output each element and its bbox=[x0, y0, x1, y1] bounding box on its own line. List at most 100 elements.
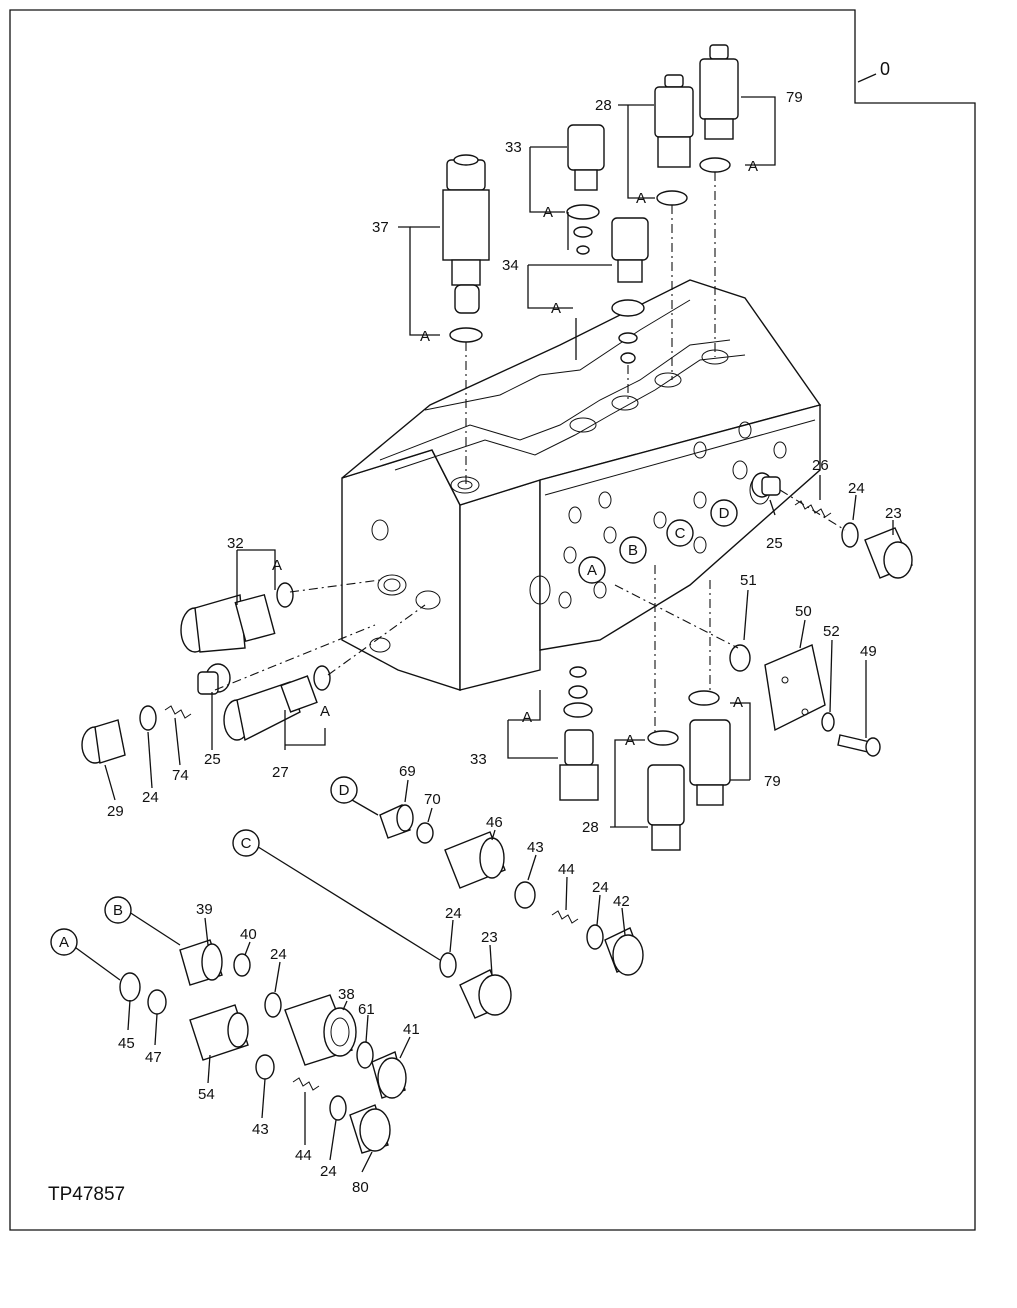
svg-text:40: 40 bbox=[240, 926, 257, 943]
svg-text:26: 26 bbox=[812, 457, 829, 474]
sleeve-39 bbox=[179, 939, 223, 986]
svg-text:24: 24 bbox=[142, 789, 159, 806]
svg-text:41: 41 bbox=[403, 1021, 420, 1038]
spring-26 bbox=[794, 500, 832, 518]
svg-text:A: A bbox=[272, 557, 282, 574]
svg-text:43: 43 bbox=[527, 839, 544, 856]
svg-text:24: 24 bbox=[320, 1163, 337, 1180]
top-center-lines bbox=[465, 172, 716, 485]
svg-text:47: 47 bbox=[145, 1049, 162, 1066]
spring-44-lower bbox=[292, 1077, 320, 1091]
callout-letter-c-body: C bbox=[666, 519, 694, 547]
page-border bbox=[9, 9, 976, 1231]
figure-id: TP47857 bbox=[48, 1184, 125, 1205]
svg-text:33: 33 bbox=[505, 139, 522, 156]
relief-valve-79-bottom bbox=[688, 690, 731, 806]
right-center-lines bbox=[614, 489, 846, 735]
seal-a-labels: A A A A A A A A A A bbox=[272, 158, 758, 749]
plug-34 bbox=[611, 217, 649, 283]
svg-text:51: 51 bbox=[740, 572, 757, 589]
plug-23-bottom bbox=[459, 969, 512, 1019]
valve-body bbox=[341, 279, 822, 691]
relief-valve-28-bottom bbox=[647, 730, 685, 851]
svg-text:38: 38 bbox=[338, 986, 355, 1003]
piston-25-left bbox=[197, 663, 231, 695]
svg-text:79: 79 bbox=[764, 773, 781, 790]
callout-letter-d-bottom: D bbox=[330, 776, 358, 804]
plug-33-top bbox=[567, 124, 605, 191]
spring-40 bbox=[233, 953, 251, 977]
bolt-51 bbox=[837, 734, 881, 757]
plug-80 bbox=[349, 1104, 391, 1154]
sleeve-69 bbox=[379, 804, 414, 839]
svg-text:49: 49 bbox=[860, 643, 877, 660]
spool-49 bbox=[189, 1004, 249, 1061]
svg-text:A: A bbox=[636, 190, 646, 207]
svg-text:D: D bbox=[719, 505, 730, 522]
plug-42 bbox=[604, 927, 644, 976]
seal-24-lower bbox=[329, 1095, 347, 1121]
seal-24-b bbox=[264, 992, 282, 1018]
svg-text:43: 43 bbox=[252, 1121, 269, 1138]
svg-text:A: A bbox=[733, 694, 743, 711]
callout-letter-a-bottom: A bbox=[50, 928, 78, 956]
seal-a-27 bbox=[313, 665, 331, 691]
relief-valve-27 bbox=[223, 675, 318, 742]
svg-text:69: 69 bbox=[399, 763, 416, 780]
spring-43-lower bbox=[255, 1054, 275, 1080]
svg-text:25: 25 bbox=[766, 535, 783, 552]
svg-text:24: 24 bbox=[848, 480, 865, 497]
relief-valve-37 bbox=[442, 154, 490, 314]
cover-50 bbox=[764, 644, 826, 732]
callout-letter-b-bottom: B bbox=[104, 896, 132, 924]
svg-text:39: 39 bbox=[196, 901, 213, 918]
spring-74 bbox=[164, 705, 192, 719]
svg-text:46: 46 bbox=[486, 814, 503, 831]
body-38 bbox=[284, 994, 357, 1066]
svg-text:44: 44 bbox=[558, 861, 575, 878]
seal-24-right bbox=[841, 522, 859, 548]
callout-letter-c-bottom: C bbox=[232, 829, 260, 857]
callout-letter-b-body: B bbox=[619, 536, 647, 564]
corner-leader bbox=[857, 73, 877, 83]
callout-letter-a-body: A bbox=[578, 556, 606, 584]
seal-24-upper bbox=[586, 924, 604, 950]
relief-valve-79-top bbox=[699, 44, 739, 140]
svg-text:24: 24 bbox=[445, 905, 462, 922]
svg-text:A: A bbox=[522, 709, 532, 726]
svg-text:24: 24 bbox=[270, 946, 287, 963]
svg-text:28: 28 bbox=[582, 819, 599, 836]
plug-41 bbox=[371, 1051, 407, 1099]
svg-text:80: 80 bbox=[352, 1179, 369, 1196]
svg-text:23: 23 bbox=[885, 505, 902, 522]
svg-text:A: A bbox=[420, 328, 430, 345]
spring-46 bbox=[147, 989, 167, 1015]
svg-text:25: 25 bbox=[204, 751, 221, 768]
svg-text:D: D bbox=[339, 782, 350, 799]
seal-24-left bbox=[139, 705, 157, 731]
piston-25-right bbox=[751, 472, 781, 498]
svg-text:C: C bbox=[675, 525, 686, 542]
svg-text:A: A bbox=[320, 703, 330, 720]
relief-valve-28-top bbox=[654, 74, 694, 168]
svg-text:A: A bbox=[587, 562, 597, 579]
svg-text:A: A bbox=[543, 204, 553, 221]
top-seals bbox=[449, 157, 731, 364]
svg-text:29: 29 bbox=[107, 803, 124, 820]
callout-letter-d-body: D bbox=[710, 499, 738, 527]
svg-text:79: 79 bbox=[786, 89, 803, 106]
spring-44-upper bbox=[551, 910, 579, 924]
svg-text:A: A bbox=[748, 158, 758, 175]
svg-text:A: A bbox=[551, 300, 561, 317]
svg-text:44: 44 bbox=[295, 1147, 312, 1164]
svg-text:A: A bbox=[625, 732, 635, 749]
svg-text:70: 70 bbox=[424, 791, 441, 808]
svg-text:45: 45 bbox=[118, 1035, 135, 1052]
plug-23-right bbox=[864, 527, 913, 579]
plug-29 bbox=[81, 719, 126, 764]
svg-text:54: 54 bbox=[198, 1086, 215, 1103]
seal-61 bbox=[356, 1041, 374, 1069]
plug-33-bottom bbox=[559, 666, 599, 801]
svg-text:52: 52 bbox=[823, 623, 840, 640]
